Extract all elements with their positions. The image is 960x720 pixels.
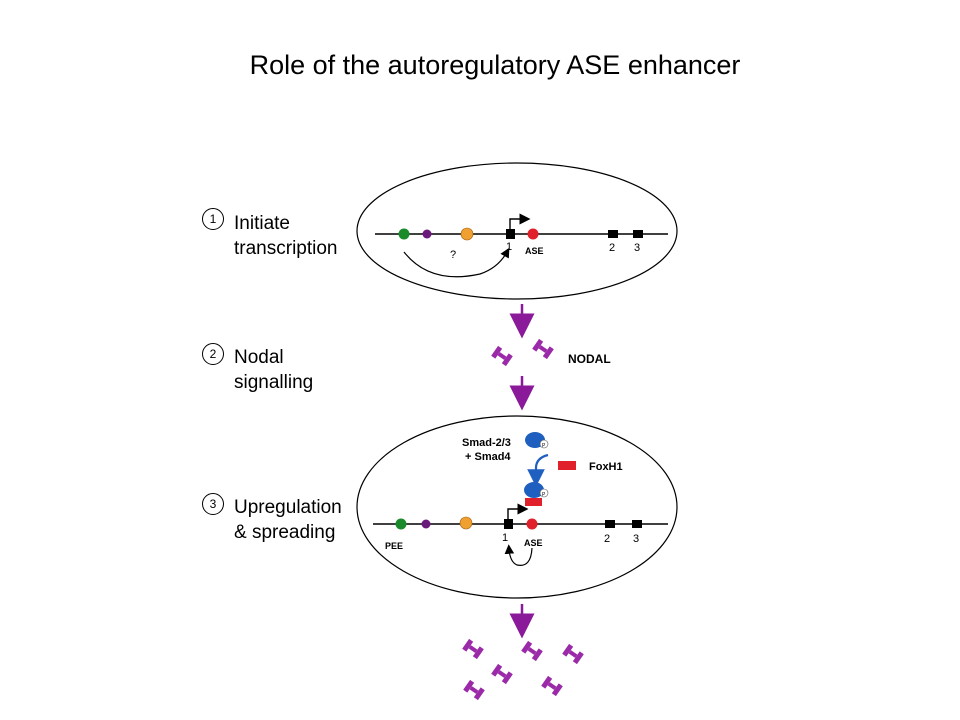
exon-2-box-2 xyxy=(605,520,615,528)
nodal-ligand-icon xyxy=(562,643,584,665)
step-2-line2: signalling xyxy=(234,372,314,393)
smad-label-line1: Smad-2/3 xyxy=(462,437,511,449)
foxh1-icon xyxy=(558,461,576,470)
ase-site-2 xyxy=(526,518,538,530)
activation-curve-1 xyxy=(403,247,510,278)
green-enhancer-site-2 xyxy=(395,518,407,530)
step-3-line1: Upregulation xyxy=(234,497,342,518)
nodal-ligand-icon xyxy=(463,679,485,701)
autoregulation-loop xyxy=(504,544,533,566)
step-2-line1: Nodal xyxy=(234,347,284,368)
exon-1-box-2 xyxy=(504,519,513,529)
exon-3-box-2 xyxy=(632,520,642,528)
step-2-label: Nodal signalling xyxy=(234,345,313,395)
foxh1-bound-icon xyxy=(525,498,542,506)
exon-2-label: 2 xyxy=(609,242,615,254)
tss-arrow-1 xyxy=(509,213,531,229)
exon-2-box xyxy=(608,230,618,238)
orange-enhancer-site-2 xyxy=(459,516,473,530)
purple-enhancer-site-2 xyxy=(421,519,431,529)
step-3-number: 3 xyxy=(202,493,224,515)
nodal-ligand-icon xyxy=(462,638,484,660)
unknown-factor-label: ? xyxy=(450,249,456,261)
phospho-icon xyxy=(539,439,549,449)
exon-1-label: 1 xyxy=(506,241,512,253)
smad-complex-bound-icon xyxy=(524,482,544,498)
step-1-label: Initiate transcription xyxy=(234,211,338,261)
nodal-ligand-icon xyxy=(532,338,554,360)
exon-2-label-2: 2 xyxy=(604,533,610,545)
nodal-ligand-icon xyxy=(521,640,543,662)
step-2-number: 2 xyxy=(202,343,224,365)
ase-site-1 xyxy=(527,228,539,240)
ase-label-1: ASE xyxy=(525,246,544,256)
phospho-label-bound: P xyxy=(542,492,546,498)
phospho-label: P xyxy=(542,443,546,449)
smad-label-line2: + Smad4 xyxy=(465,451,511,463)
exon-3-label: 3 xyxy=(634,242,640,254)
foxh1-label: FoxH1 xyxy=(589,461,623,473)
ase-label-2: ASE xyxy=(524,538,543,548)
nodal-label: NODAL xyxy=(568,352,611,366)
step-1-number: 1 xyxy=(202,208,224,230)
nodal-ligand-icon xyxy=(541,675,563,697)
nodal-ligand-icon xyxy=(491,345,513,367)
exon-3-box xyxy=(633,230,643,238)
tss-arrow-2 xyxy=(507,503,529,519)
orange-enhancer-site-1 xyxy=(460,227,474,241)
step-1-line2: transcription xyxy=(234,238,338,259)
step-1-line1: Initiate xyxy=(234,213,290,234)
phospho-icon xyxy=(539,488,549,498)
cell-1-outline xyxy=(356,162,678,300)
exon-1-label-2: 1 xyxy=(502,532,508,544)
green-enhancer-site-1 xyxy=(398,228,410,240)
step-3-line2: & spreading xyxy=(234,522,336,543)
step-3-label: Upregulation & spreading xyxy=(234,495,342,545)
purple-enhancer-site-1 xyxy=(422,229,432,239)
nodal-ligand-icon xyxy=(491,663,513,685)
smad-binding-arrow xyxy=(527,453,549,487)
exon-3-label-2: 3 xyxy=(633,533,639,545)
exon-1-box xyxy=(506,229,515,239)
cell-2-outline xyxy=(356,415,678,599)
pee-label: PEE xyxy=(385,541,403,551)
slide-title: Role of the autoregulatory ASE enhancer xyxy=(249,50,741,80)
